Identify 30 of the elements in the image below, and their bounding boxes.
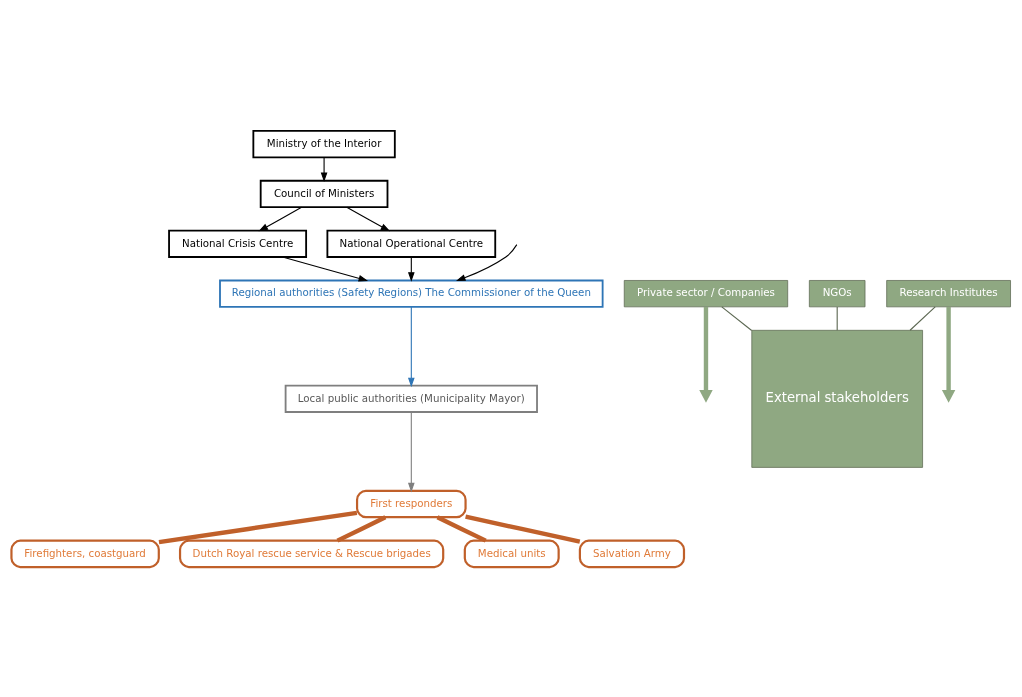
connector <box>436 514 487 543</box>
node-box: NGOs <box>808 279 866 307</box>
arrow <box>320 156 328 182</box>
arrow <box>455 243 518 281</box>
arrow <box>699 306 713 403</box>
node-box: Firefighters, coastguard <box>10 539 160 568</box>
connector <box>909 305 936 331</box>
node-box: Ministry of the Interior <box>252 129 396 158</box>
node-box: Local public authorities (Municipality Mayor) <box>284 384 538 413</box>
node-box: First responders <box>355 489 467 518</box>
connector <box>465 514 581 544</box>
arrow <box>282 256 369 282</box>
node-box: National Operational Centre <box>326 229 497 258</box>
arrow <box>258 206 303 231</box>
node-box: Private sector / Companies <box>623 279 789 307</box>
node-box: Dutch Royal rescue service & Rescue brigades <box>178 539 445 568</box>
arrow <box>407 411 415 492</box>
node-box: Salvation Army <box>578 539 686 568</box>
node-box: National Crisis Centre <box>168 229 308 258</box>
node-box: Regional authorities (Safety Regions) The Commissioner of the Queen <box>219 279 604 308</box>
connector <box>836 305 838 331</box>
arrow <box>941 306 956 403</box>
arrow <box>407 305 415 387</box>
node-box: Medical units <box>463 539 560 568</box>
connector <box>158 510 358 544</box>
node-box: Research Institutes <box>886 279 1011 307</box>
node-box: Council of Ministers <box>259 179 389 208</box>
node-box: External stakeholders <box>751 329 923 468</box>
arrow <box>346 206 391 231</box>
connector <box>721 305 753 331</box>
